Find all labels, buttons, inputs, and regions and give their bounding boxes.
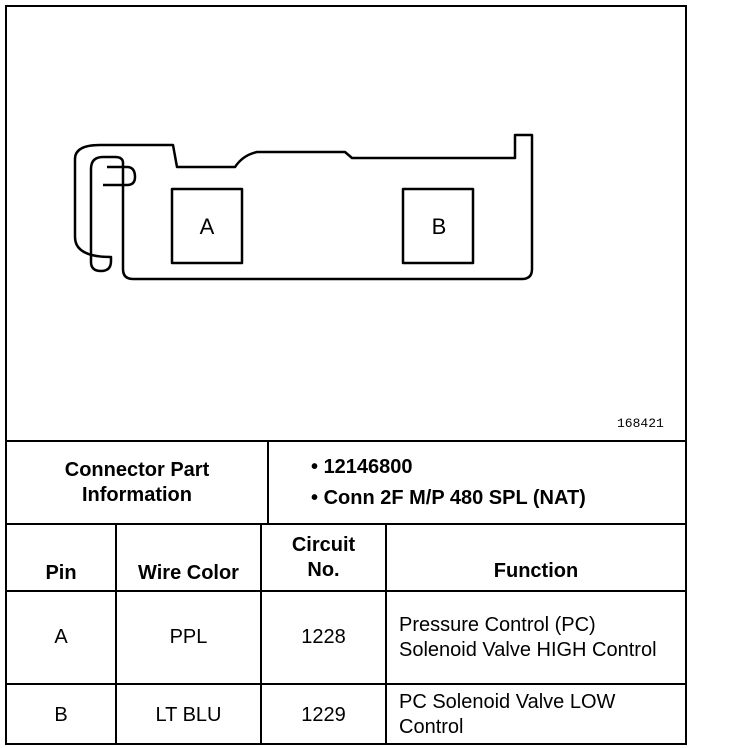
rule-col-circuit (385, 523, 387, 745)
row-b-function: PC Solenoid Valve LOW Control (399, 691, 616, 738)
cavity-b-label: B (432, 214, 447, 239)
cavity-a (170, 187, 244, 265)
cavity-a-label: A (200, 214, 215, 239)
connector-document: A B 168421 Connector Part Information 12… (5, 5, 687, 745)
rule-row-a-bottom (7, 683, 685, 685)
connector-diagram: A B (73, 133, 534, 281)
row-a-circuit: 1228 (301, 626, 346, 648)
row-a-wire-color: PPL (169, 626, 208, 648)
row-b-wire-color: LT BLU (155, 703, 222, 726)
part-info-list: 12146800 Conn 2F M/P 480 SPL (NAT) (269, 442, 685, 523)
part-info-label: Connector Part Information (64, 458, 210, 506)
rule-col-wire (260, 523, 262, 745)
rule-col-pin (115, 523, 117, 745)
connector-outline (73, 133, 534, 281)
header-circuit-no: Circuit No. (291, 533, 356, 581)
rule-diagram-bottom (7, 440, 685, 442)
rule-partinfo-bottom (7, 523, 685, 525)
header-pin: Pin (45, 562, 77, 584)
rule-partinfo-divider (267, 440, 269, 525)
row-a-function: Pressure Control (PC) Solenoid Valve HIG… (399, 613, 657, 661)
header-function: Function (493, 560, 579, 582)
header-wire-color: Wire Color (138, 562, 239, 584)
rule-header-bottom (7, 590, 685, 592)
figure-number: 168421 (617, 416, 664, 431)
part-number: 12146800 (311, 455, 413, 480)
latch-slot (103, 165, 137, 187)
cavity-b (401, 187, 475, 265)
row-a-pin: A (54, 626, 68, 648)
row-b-circuit: 1229 (301, 703, 346, 726)
connector-description: Conn 2F M/P 480 SPL (NAT) (311, 486, 586, 511)
row-b-pin: B (54, 703, 68, 726)
